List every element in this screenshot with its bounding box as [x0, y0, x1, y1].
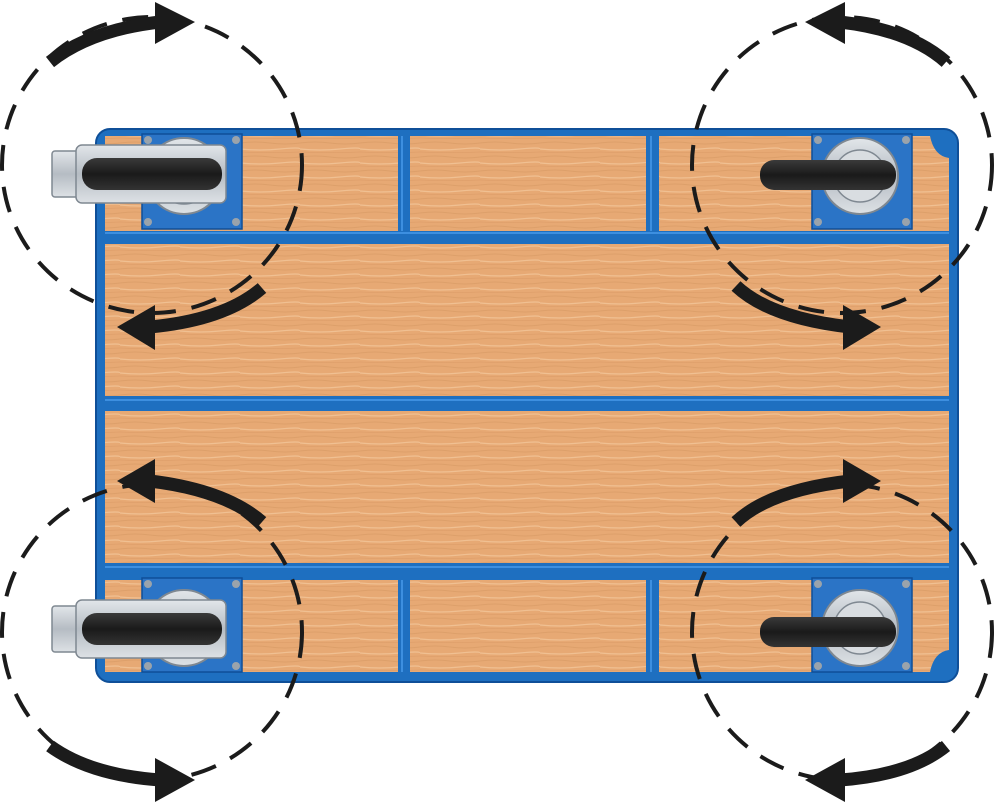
arrowhead-top-left-upper: [155, 2, 195, 44]
arrowhead-top-right-lower: [843, 305, 881, 350]
arrow-bottom-right-upper: [731, 474, 851, 527]
caster-top-right: [760, 133, 913, 230]
caster-top-left: [51, 133, 243, 230]
arrowhead-top-right-upper: [805, 2, 845, 44]
arrowhead-bottom-right-lower: [805, 758, 845, 802]
arrow-bottom-left-upper: [149, 474, 267, 528]
rotation-circle-top-right: [690, 15, 994, 315]
wood-panel-top-mid: [410, 136, 646, 231]
arrow-top-left-upper: [45, 15, 161, 68]
arrow-bottom-right-lower: [839, 740, 951, 787]
arrowhead-bottom-right-upper: [843, 459, 881, 503]
caster-bottom-right: [760, 577, 913, 673]
arrowhead-bottom-left-upper: [117, 459, 155, 503]
arrow-top-right-lower: [731, 281, 851, 334]
wood-panel-bottom-mid: [410, 580, 646, 672]
arrowhead-bottom-left-lower: [155, 758, 195, 802]
arrow-bottom-left-lower: [46, 740, 161, 787]
arrow-top-right-upper: [839, 15, 951, 67]
arrow-top-left-lower: [149, 282, 267, 334]
caster-bottom-left: [51, 577, 243, 673]
arrowhead-top-left-lower: [117, 305, 155, 350]
